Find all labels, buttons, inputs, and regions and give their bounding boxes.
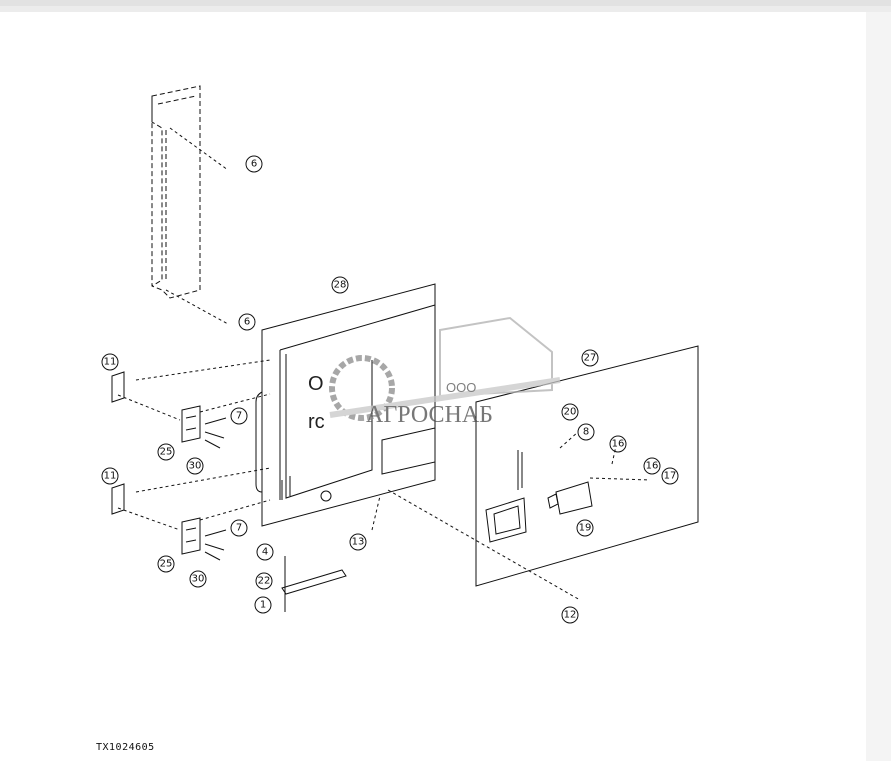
diagram-sheet xyxy=(0,12,866,761)
latch-assembly xyxy=(485,450,593,543)
handle-bar xyxy=(281,556,347,612)
callout-8: 8 xyxy=(583,427,589,438)
watermark-line1: ООО xyxy=(446,380,476,395)
callout-13: 13 xyxy=(352,537,365,548)
leader-lines xyxy=(117,127,581,601)
hinge-lower xyxy=(111,483,201,555)
watermark-logo: ООО АГРОСНАБ xyxy=(329,316,561,428)
back-panel xyxy=(475,345,699,587)
figure-code: TX1024605 xyxy=(96,742,155,753)
callout-4: 4 xyxy=(262,547,268,558)
callout-28: 28 xyxy=(334,280,347,291)
callout-30a: 30 xyxy=(189,461,202,472)
callout-7b: 7 xyxy=(236,523,242,534)
callout-circles xyxy=(101,155,679,624)
ghost-text-1: О xyxy=(308,373,324,395)
hinge-upper xyxy=(111,371,201,443)
bolts xyxy=(204,417,227,561)
callout-25b: 25 xyxy=(160,559,173,570)
callout-1: 1 xyxy=(260,600,266,611)
side-panel-part xyxy=(151,85,201,299)
ghost-text-2: rc xyxy=(308,411,325,433)
callout-12: 12 xyxy=(564,610,577,621)
callout-11a: 11 xyxy=(104,357,117,368)
callout-6a: 6 xyxy=(251,159,257,170)
callout-11b: 11 xyxy=(104,471,117,482)
scroll-gutter xyxy=(866,12,891,761)
callout-22: 22 xyxy=(258,576,271,587)
callout-25a: 25 xyxy=(160,447,173,458)
callout-20: 20 xyxy=(564,407,577,418)
callout-16b: 16 xyxy=(646,461,659,472)
callout-6b: 6 xyxy=(244,317,250,328)
watermark-line2: АГРОСНАБ xyxy=(366,402,493,428)
callout-16a: 16 xyxy=(612,439,625,450)
callout-30b: 30 xyxy=(192,574,205,585)
callout-27: 27 xyxy=(584,353,597,364)
top-bar xyxy=(0,0,891,6)
callout-7a: 7 xyxy=(236,411,242,422)
callout-19: 19 xyxy=(579,523,592,534)
callout-17: 17 xyxy=(664,471,677,482)
back-leaders xyxy=(559,431,651,481)
